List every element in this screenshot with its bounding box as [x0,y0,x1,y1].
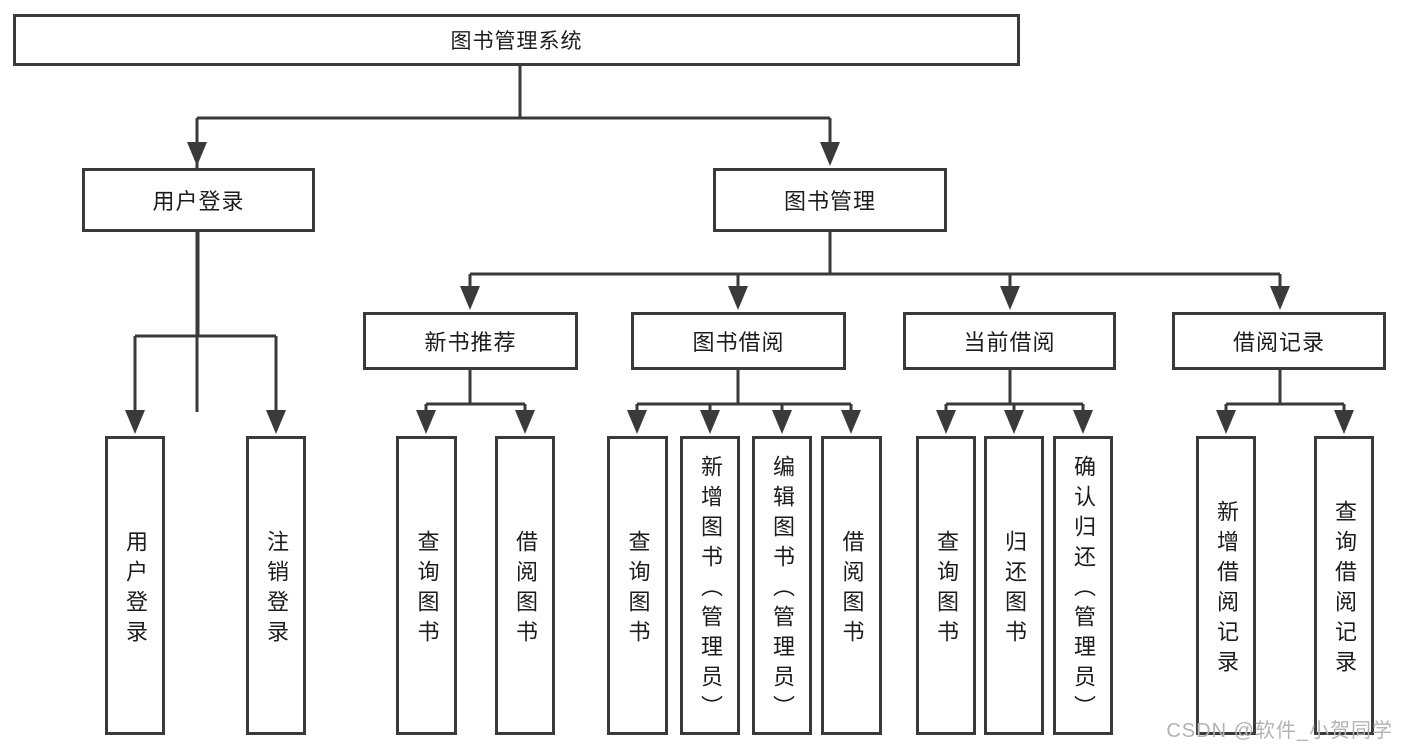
node-add-borrow-record: 新增借阅记录 [1196,436,1256,735]
node-label: 查询图书 [934,529,959,650]
node-confirm-return-admin: 确认归还（管理员） [1053,436,1113,735]
connector-current-branch [944,368,1085,412]
node-label: 新增借阅记录 [1214,499,1239,680]
node-label: 归还图书 [1002,529,1027,650]
node-label: 查询图书 [625,529,651,650]
arrow-down-icon [772,410,792,434]
arrow-down-icon [728,286,748,310]
node-label: 当前借阅 [963,330,1056,355]
arrow-down-icon [841,410,861,434]
node-query-books-borrowing: 查询图书 [607,436,668,735]
node-book-borrowing: 图书借阅 [631,312,846,370]
arrow-down-icon [515,410,535,434]
node-return-book: 归还图书 [984,436,1044,735]
arrow-down-icon [1004,410,1024,434]
node-query-books-current: 查询图书 [916,436,976,735]
node-label: 查询图书 [414,529,440,650]
node-add-book-admin: 新增图书（管理员） [680,436,740,735]
node-library-management-system: 图书管理系统 [13,14,1020,66]
node-label: 借阅图书 [513,529,538,650]
arrow-down-icon [1270,286,1290,310]
node-query-borrow-record: 查询借阅记录 [1314,436,1374,735]
node-label: 用户登录 [123,529,148,650]
arrow-down-icon [1000,286,1020,310]
node-label: 图书管理系统 [450,30,583,53]
connector-root-to-level2 [195,64,832,412]
arrow-down-icon [266,410,286,434]
node-borrow-books-recommend: 借阅图书 [495,436,555,735]
node-new-book-recommend: 新书推荐 [363,312,578,370]
node-book-management: 图书管理 [713,168,947,232]
node-label: 新增图书（管理员） [698,454,723,725]
node-current-borrowing: 当前借阅 [903,312,1116,370]
node-label: 图书借阅 [692,330,785,355]
node-label: 查询借阅记录 [1332,499,1357,680]
node-query-books-recommend: 查询图书 [396,436,457,735]
connector-book-mgmt-branch [468,230,1282,300]
arrow-down-icon [460,286,480,310]
arrow-down-icon [1216,410,1236,434]
node-label: 借阅图书 [839,529,865,650]
arrow-down-icon [627,410,647,434]
arrow-down-icon [820,142,840,166]
arrow-down-icon [1334,410,1354,434]
arrow-down-icon [125,410,145,434]
node-borrow-records: 借阅记录 [1172,312,1386,370]
csdn-watermark: CSDN @软件_小贺同学 [1166,720,1393,742]
arrow-down-icon [1073,410,1093,434]
node-edit-book-admin: 编辑图书（管理员） [752,436,812,735]
arrow-down-icon [416,410,436,434]
node-label: 图书管理 [783,189,876,214]
arrow-down-icon [700,410,720,434]
connector-new-book-branch [424,368,527,412]
connector-user-login-branch [133,230,278,412]
node-label: 用户登录 [152,189,245,214]
connector-borrowing-branch [635,368,853,412]
arrowheads [125,142,1354,434]
node-borrow-books-borrowing: 借阅图书 [821,436,882,735]
node-label: 确认归还（管理员） [1071,454,1096,725]
connector-records-branch [1224,368,1346,412]
node-user-login: 用户登录 [105,436,165,735]
arrow-down-icon [936,410,956,434]
node-label: 新书推荐 [424,330,517,355]
node-logout: 注销登录 [246,436,306,735]
node-label: 借阅记录 [1232,330,1325,355]
arrow-down-icon [187,142,207,166]
node-label: 编辑图书（管理员） [770,454,795,725]
node-label: 注销登录 [264,529,289,650]
node-user-login-group: 用户登录 [82,168,315,232]
